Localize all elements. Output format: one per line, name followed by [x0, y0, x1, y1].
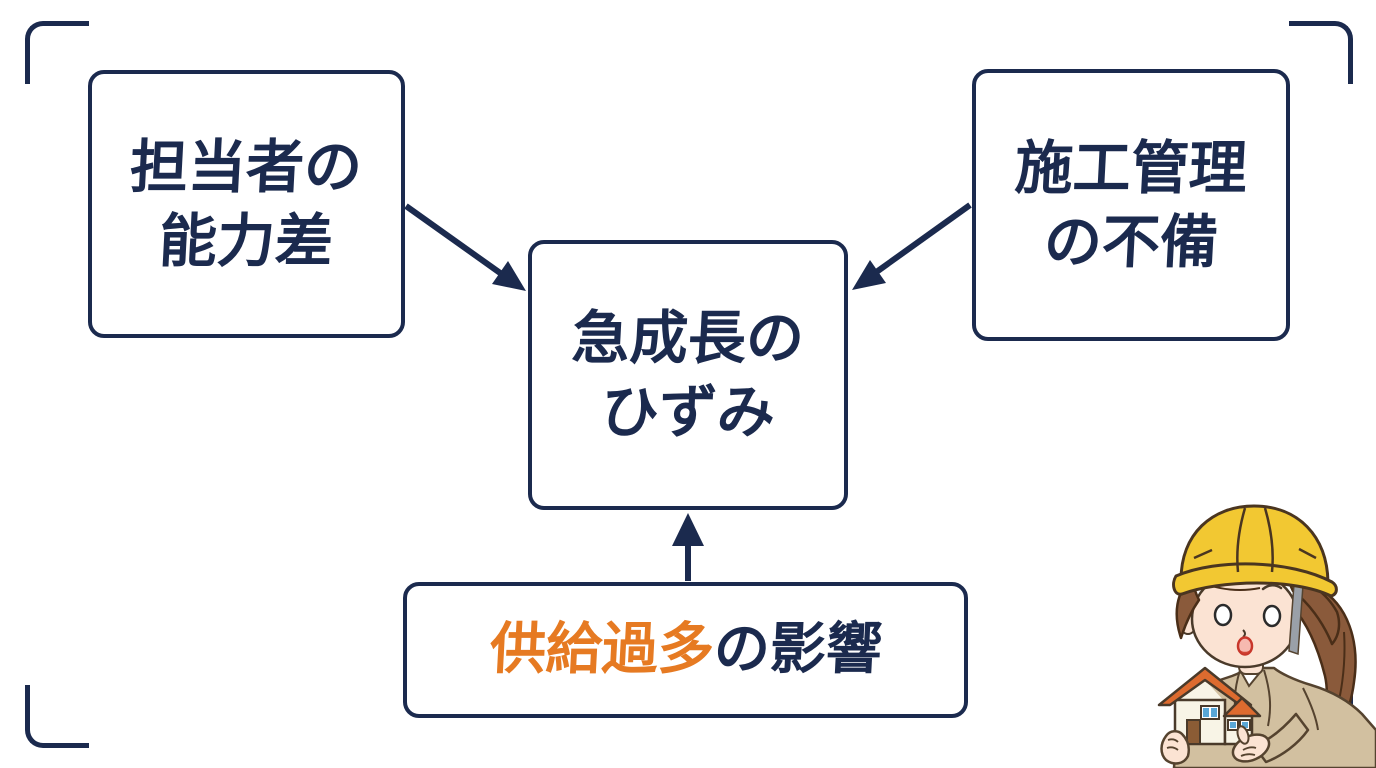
cause-box-staff-skill-gap: 担当者の 能力差 [88, 70, 405, 338]
oversupply-rest-text: の影響 [711, 617, 884, 683]
result-box-rapid-growth-strain: 急成長の ひずみ [528, 240, 848, 510]
cause-box-oversupply: 供給過多 の影響 [403, 582, 968, 718]
house-extension-roof [1222, 696, 1262, 718]
facial-features [1213, 584, 1283, 656]
result-box-line1: 急成長の [570, 303, 806, 372]
cause-box-left-line2: 能力差 [157, 207, 336, 275]
result-box-line2: ひずみ [599, 378, 777, 446]
house-window-3 [1230, 722, 1236, 728]
house-window-1 [1203, 708, 1209, 717]
cause-box-right-line1: 施工管理 [1013, 133, 1249, 202]
arrow-left-to-center [404, 203, 526, 291]
house-door [1186, 719, 1201, 745]
house-window-2 [1211, 708, 1217, 717]
hard-hat [1172, 504, 1338, 598]
oversupply-highlight-text: 供給過多 [487, 617, 716, 683]
house-window-4 [1242, 722, 1248, 728]
cause-box-construction-management: 施工管理 の不備 [972, 69, 1290, 341]
arrow-right-to-center [852, 202, 972, 290]
cause-box-left-line1: 担当者の [128, 132, 365, 201]
cause-box-right-line2: の不備 [1042, 208, 1220, 276]
frame-corner-top-left [25, 21, 89, 84]
frame-corner-top-right [1289, 21, 1353, 84]
construction-worker-illustration [1157, 504, 1376, 768]
arrow-bottom-to-center [672, 513, 704, 581]
hands [1160, 725, 1271, 765]
frame-corner-bottom-left [25, 685, 89, 748]
